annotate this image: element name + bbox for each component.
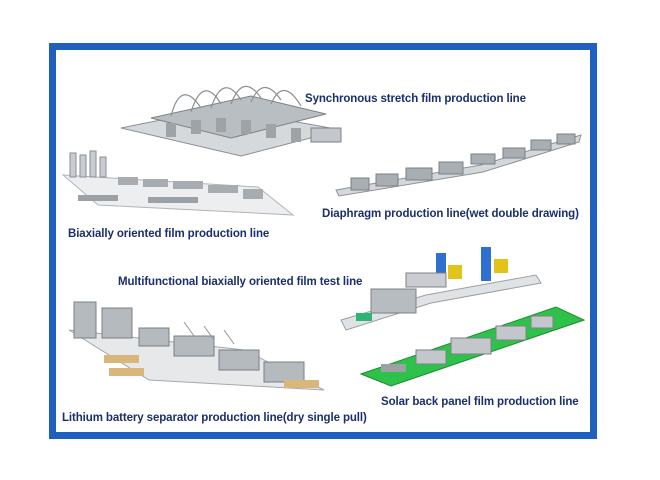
multifunctional-test-line-illustration — [340, 247, 542, 331]
synchronous-stretch-line-illustration — [120, 85, 342, 157]
biaxially-oriented-line-illustration — [61, 150, 295, 216]
biaxially-oriented-caption: Biaxially oriented film production line — [68, 228, 270, 240]
solar-back-panel-line-illustration — [359, 306, 586, 387]
product-collage: Synchronous stretch film production line… — [56, 50, 590, 432]
diaphragm-line-illustration — [335, 133, 582, 197]
solar-back-panel-caption: Solar back panel film production line — [381, 396, 579, 408]
multifunctional-caption: Multifunctional biaxially oriented film … — [118, 276, 363, 288]
diaphragm-caption: Diaphragm production line(wet double dra… — [322, 208, 579, 220]
lithium-separator-line-illustration — [68, 301, 325, 391]
synchronous-stretch-caption: Synchronous stretch film production line — [305, 93, 526, 105]
lithium-separator-caption: Lithium battery separator production lin… — [62, 412, 367, 424]
